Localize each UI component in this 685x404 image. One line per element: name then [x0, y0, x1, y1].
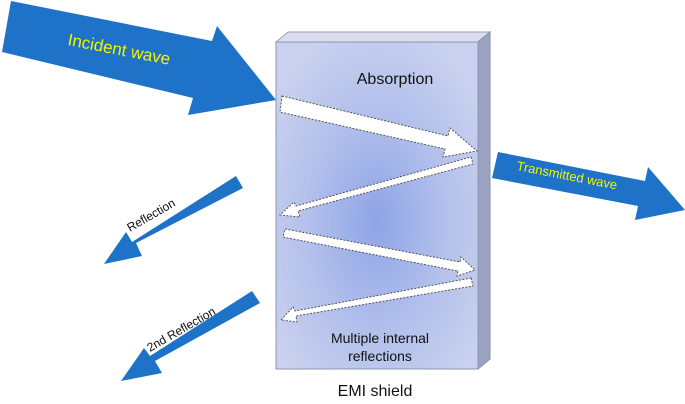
transmitted-wave-arrow: Transmitted wave [492, 152, 685, 220]
second-reflection-arrow-shape [121, 291, 260, 381]
internal-reflections-label-line2: reflections [348, 348, 412, 364]
internal-arrow-2 [278, 156, 474, 218]
internal-arrow-3 [282, 228, 476, 277]
internal-reflection-arrows [278, 95, 479, 323]
reflection-label: Reflection [125, 196, 178, 235]
transmitted-arrow-shape [492, 152, 685, 220]
incident-arrow-shape [2, 1, 276, 115]
internal-reflections-label-line1: Multiple internal [331, 330, 429, 346]
reflection-arrow: Reflection [104, 176, 243, 264]
shield-top-face [274, 31, 492, 43]
incident-wave-arrow: Incident wave [2, 1, 276, 115]
internal-arrow-1 [279, 95, 479, 158]
reflection-arrow-shape [104, 176, 243, 264]
emi-shield-caption: EMI shield [338, 383, 413, 400]
second-reflection-arrow: 2nd Reflection [121, 291, 260, 381]
internal-arrow-4 [279, 277, 474, 323]
shield-side-face [477, 30, 491, 371]
absorption-label: Absorption [357, 71, 434, 88]
